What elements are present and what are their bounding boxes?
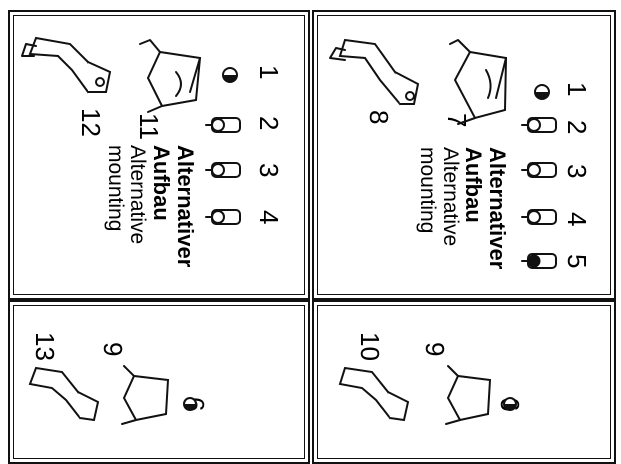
bolt-icon — [521, 209, 557, 225]
bolt-icon — [521, 162, 557, 178]
screw-icon — [222, 67, 238, 83]
bolt-icon — [521, 253, 557, 269]
chair-frame-illustration — [139, 39, 202, 113]
chair-legs-illustration — [338, 366, 410, 422]
chair-frame-illustration — [449, 39, 508, 125]
bolt-icon — [205, 209, 241, 225]
screw-icon — [534, 84, 550, 100]
assembly-illustrations — [21, 36, 557, 425]
screw-icon — [503, 397, 517, 411]
chair-legs-illustration — [329, 38, 420, 106]
bolt-icon — [205, 117, 241, 133]
bolt-icon — [205, 162, 241, 178]
instruction-sheet: 1 2 3 4 5 7 8 Alternativer Aufbau Altern… — [8, 10, 616, 464]
panel-alternative-b — [8, 10, 310, 300]
panel-alternative-a — [312, 10, 616, 300]
chair-frame-illustration — [445, 365, 492, 425]
screw-icon — [183, 397, 197, 411]
chair-legs-illustration — [21, 36, 112, 94]
bolt-icon — [521, 117, 557, 133]
chair-frame-illustration — [121, 365, 170, 425]
chair-legs-illustration — [28, 366, 100, 422]
